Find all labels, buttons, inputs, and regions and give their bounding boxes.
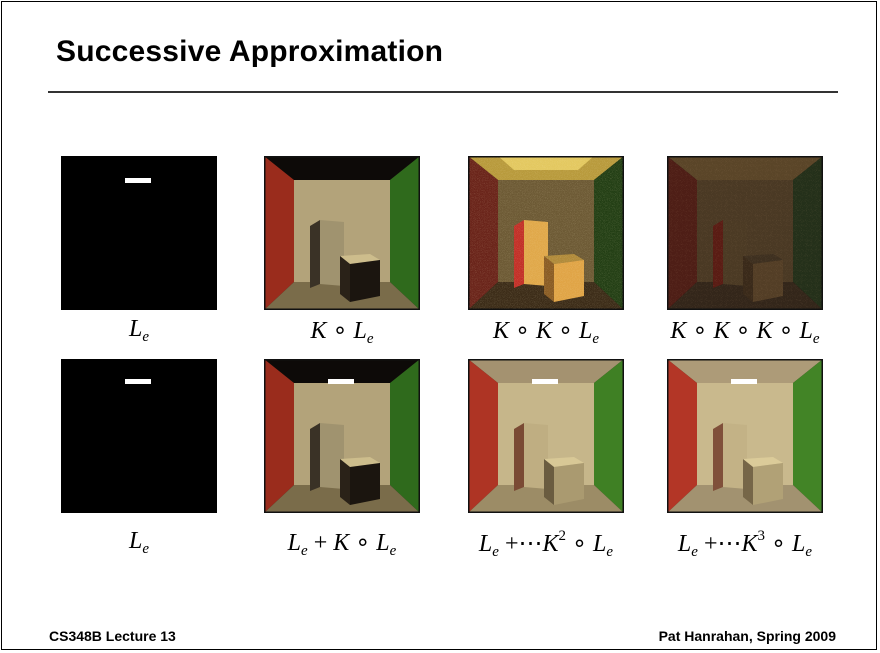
render-sum-k2 bbox=[468, 359, 624, 513]
caption-sum-k3: Le +⋯K3 ∘ Le bbox=[677, 528, 813, 560]
caption-le-plus-k-le: Le + K ∘ Le bbox=[287, 530, 397, 559]
caption-sum-k2: Le +⋯K2 ∘ Le bbox=[478, 528, 614, 560]
caption-k-k-k-le: K ∘ K ∘ K ∘ Le bbox=[670, 318, 820, 347]
footer-course: CS348B Lecture 13 bbox=[49, 628, 176, 644]
render-emission-only-sum bbox=[61, 359, 217, 513]
render-one-bounce bbox=[264, 156, 420, 310]
caption-k-le: K ∘ Le bbox=[310, 318, 374, 347]
title-divider bbox=[48, 91, 838, 93]
render-two-bounce bbox=[468, 156, 624, 310]
caption-k-k-le: K ∘ K ∘ Le bbox=[492, 318, 600, 347]
slide-title: Successive Approximation bbox=[56, 35, 444, 68]
caption-le-sum: Le bbox=[128, 528, 150, 557]
render-three-bounce bbox=[667, 156, 823, 310]
caption-le: Le bbox=[128, 316, 150, 345]
render-sum-one-bounce bbox=[264, 359, 420, 513]
render-sum-k3 bbox=[667, 359, 823, 513]
footer-author: Pat Hanrahan, Spring 2009 bbox=[658, 628, 836, 644]
render-emission-only bbox=[61, 156, 217, 310]
